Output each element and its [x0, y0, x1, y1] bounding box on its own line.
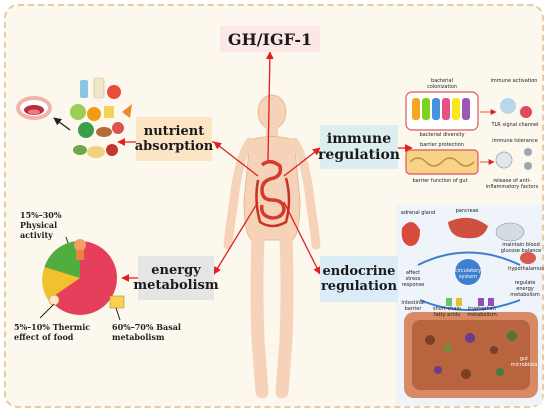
immune-panel-graphics — [405, 91, 532, 175]
label-regulate-energy: regulate energy metabolism — [510, 280, 540, 298]
label-bacterial-colonization: bacterial colonization — [426, 78, 458, 90]
label-maintain-glucose: maintain blood glucose balance — [500, 242, 542, 254]
arrow-to-endocrine — [283, 201, 321, 275]
label-barrier-protection: barrier protection — [420, 142, 464, 148]
label-anti-inflammatory: release of anti-inflammatory factors — [485, 178, 539, 190]
label-pancreas: pancreas — [455, 208, 479, 214]
human-body-figure — [223, 94, 321, 399]
person-icon — [74, 239, 86, 251]
label-adrenal-gland: adrenal gland — [400, 210, 436, 216]
leader-basal — [115, 307, 121, 321]
diagram-title: GH/IGF-1 — [220, 26, 320, 52]
node-nutrient-absorption: nutrient absorption — [135, 117, 213, 161]
node-endocrine-regulation: endocrine regulation — [320, 256, 398, 302]
label-barrier-function: barrier function of gut — [412, 178, 468, 184]
label-intestinal-barrier: intestinal barrier — [401, 300, 425, 312]
label-physical-activity: 15%–30% Physical activity — [20, 210, 62, 240]
label-thermic-effect: 5%–10% Thermic effect of food — [14, 322, 91, 342]
label-immune-tolerance: immune tolerance — [492, 138, 538, 144]
label-hypothalamus: hypothalamus — [508, 266, 544, 272]
pancreas-icon — [448, 217, 488, 239]
label-circulatory-system: circulatory system — [454, 268, 482, 280]
label-gut-microbiota: gut microbiota — [510, 356, 538, 368]
arrow-to-nutrient — [213, 141, 259, 177]
adrenal-icon — [401, 221, 420, 246]
label-tlr-signal: TLR signal channel — [491, 122, 539, 128]
label-immune-activation: immune activation — [490, 78, 538, 84]
food-icons-cluster — [70, 77, 132, 158]
energy-pie-chart — [39, 236, 125, 321]
pie-slice-physical — [42, 267, 80, 300]
mouth-icon — [16, 96, 52, 120]
scale-icon — [109, 295, 125, 309]
label-affect-stress: affect stress response — [401, 270, 425, 288]
arrow-food-to-mouth — [53, 117, 71, 131]
pie-slice-thermic — [44, 240, 80, 278]
leader-physical — [65, 236, 69, 244]
arrow-to-title — [265, 51, 274, 161]
arrow-to-energy — [213, 201, 259, 275]
endocrine-panel-graphics — [396, 205, 542, 405]
food-plate-icon — [48, 294, 60, 306]
label-bacterial-diversity: bacterial diversity — [419, 132, 465, 138]
leader-thermic — [39, 303, 55, 319]
label-short-chain: short-chain fatty acids — [432, 306, 462, 318]
node-immune-regulation: immune regulation — [318, 125, 400, 169]
label-basal-metabolism: 60%–70% Basal metabolism — [112, 322, 181, 342]
circulatory-icon — [455, 259, 481, 285]
brain-icon — [495, 222, 525, 242]
arrow-to-immune — [283, 147, 321, 177]
hypothalamus-icon — [520, 252, 536, 264]
node-energy-metabolism: energy metabolism — [133, 256, 219, 300]
label-tryptophan: tryptophan metabolism — [467, 306, 497, 318]
